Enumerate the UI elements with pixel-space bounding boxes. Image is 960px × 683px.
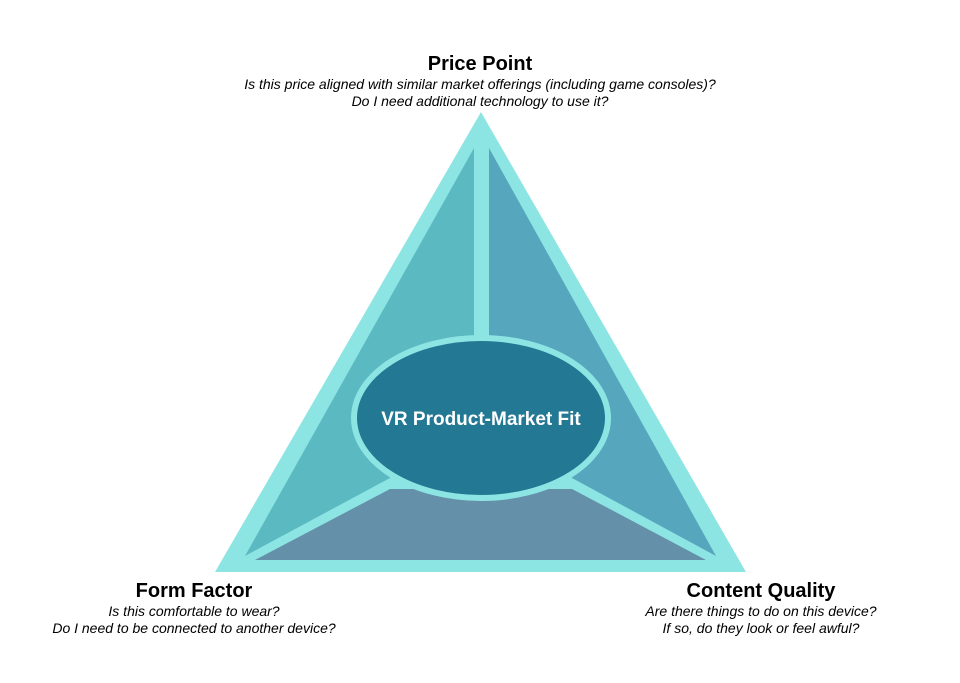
content-quality-section — [255, 489, 706, 560]
price-point-question-1: Is this price aligned with similar marke… — [244, 76, 716, 92]
form-factor-question-1: Is this comfortable to wear? — [108, 603, 280, 619]
price-point-title: Price Point — [427, 53, 533, 75]
content-quality-label: Content Quality Are there things to do o… — [596, 579, 926, 637]
form-factor-section — [245, 148, 474, 556]
content-quality-question-1: Are there things to do on this device? — [645, 603, 877, 619]
content-quality-title: Content Quality — [686, 580, 836, 602]
content-quality-question-2: If so, do they look or feel awful? — [662, 620, 860, 636]
price-point-question-2: Do I need additional technology to use i… — [351, 93, 609, 109]
center-label: VR Product-Market Fit — [381, 409, 581, 430]
form-factor-label: Form Factor Is this comfortable to wear?… — [14, 579, 374, 637]
price-point-label: Price Point Is this price aligned with s… — [0, 52, 960, 110]
price-point-section — [489, 148, 716, 556]
form-factor-question-2: Do I need to be connected to another dev… — [52, 620, 336, 636]
center-ellipse — [351, 335, 611, 501]
form-factor-title: Form Factor — [135, 580, 253, 602]
